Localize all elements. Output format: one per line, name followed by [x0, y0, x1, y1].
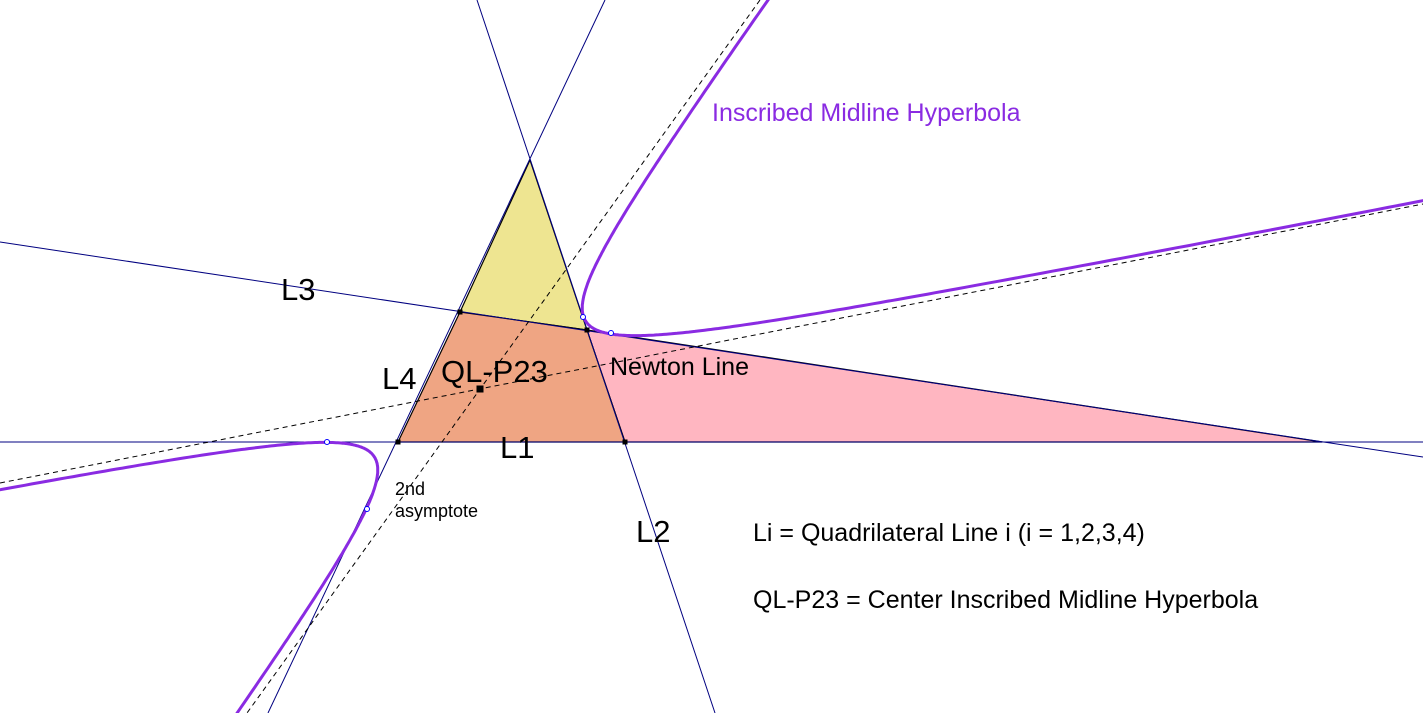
- center-point-ql-p23: [476, 385, 484, 393]
- label-l2: L2: [636, 514, 671, 549]
- line-l2: [476, 0, 716, 714]
- tangent-point: [608, 330, 614, 336]
- line-l4: [267, 0, 606, 714]
- newton-line: [0, 203, 1423, 484]
- tangent-points: [324, 314, 614, 512]
- hyperbola-right-branch: [580, 0, 1423, 338]
- label-second-asymptote-line1: 2nd: [395, 479, 426, 499]
- intersection-point: [584, 327, 590, 333]
- label-l1: L1: [500, 430, 535, 465]
- intersection-points: [395, 309, 628, 445]
- label-second-asymptote-line2: asymptote: [395, 501, 479, 521]
- intersection-point: [622, 439, 628, 445]
- label-l3: L3: [281, 272, 316, 307]
- hyperbola-left-branch: [0, 440, 380, 718]
- label-newton-line: Newton Line: [610, 353, 749, 381]
- second-asymptote-line: [246, 0, 761, 714]
- intersection-point: [457, 309, 463, 315]
- label-ql-p23: QL-P23: [441, 354, 548, 389]
- legend-line-definition: Li = Quadrilateral Line i (i = 1,2,3,4): [753, 519, 1145, 547]
- tangent-point: [580, 314, 586, 320]
- tangent-point: [324, 439, 330, 445]
- hyperbola-label: Inscribed Midline Hyperbola: [712, 99, 1021, 127]
- label-second-asymptote: 2nd asymptote: [395, 478, 478, 522]
- line-l3: [0, 241, 1423, 458]
- intersection-point: [395, 439, 401, 445]
- legend-center-definition: QL-P23 = Center Inscribed Midline Hyperb…: [753, 586, 1259, 614]
- label-l4: L4: [382, 361, 417, 396]
- yellow-triangle-region: [459, 158, 588, 331]
- tangent-point: [364, 506, 370, 512]
